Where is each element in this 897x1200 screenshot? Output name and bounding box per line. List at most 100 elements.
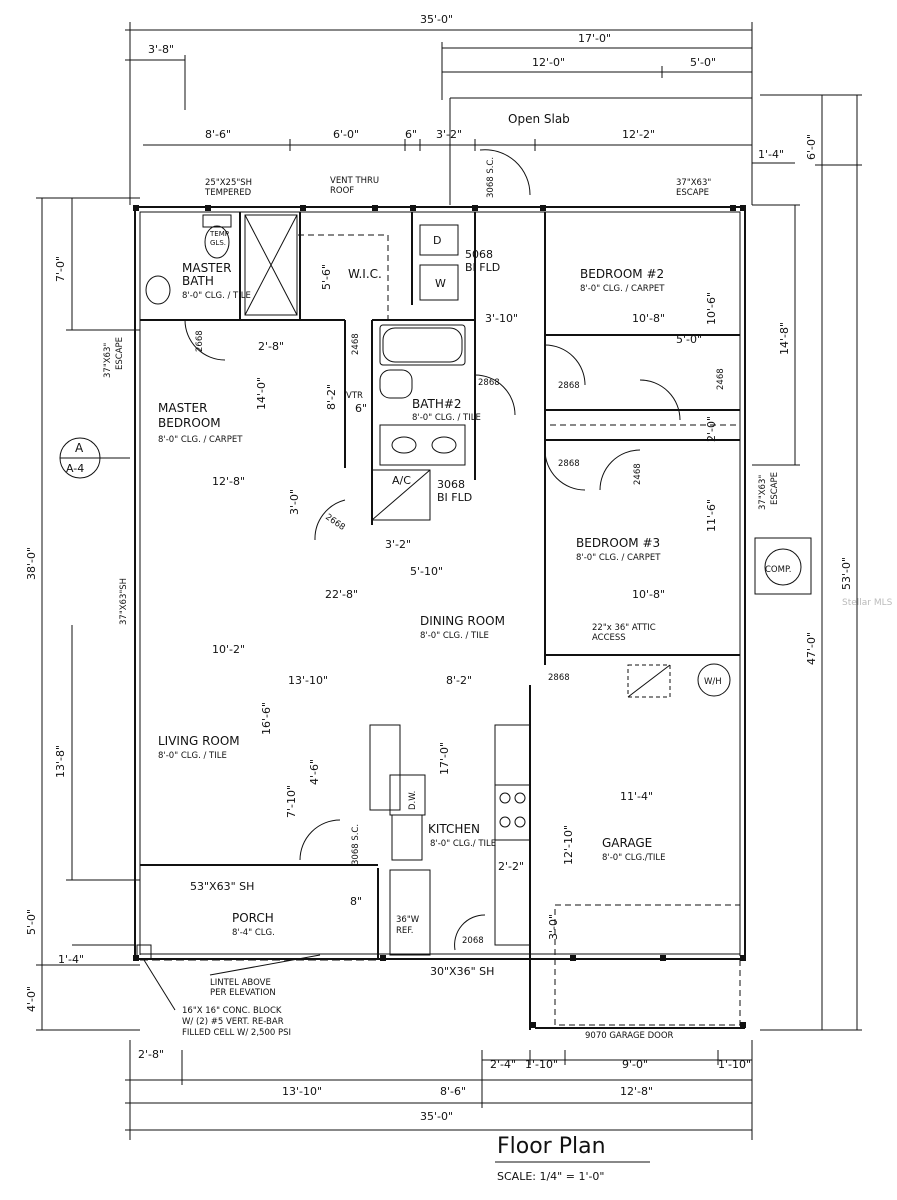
dim-top-3-8: 3'-8" bbox=[148, 43, 174, 56]
dim-3-0: 3'-0" bbox=[288, 489, 301, 515]
drawing-scale: SCALE: 1/4" = 1'-0" bbox=[497, 1170, 605, 1183]
section-marker-a4: A-4 bbox=[66, 462, 84, 475]
dim-l-5: 5'-0" bbox=[25, 909, 38, 935]
note-3068: 3068 bbox=[437, 478, 465, 491]
dim-8-2-b: 8'-2" bbox=[446, 674, 472, 687]
door-tag-2868-c: 2868 bbox=[558, 459, 580, 469]
dim-2-2: 2'-2" bbox=[498, 860, 524, 873]
dim-16-6: 16'-6" bbox=[260, 702, 273, 735]
room-kitchen: KITCHEN bbox=[428, 822, 480, 836]
dim-8-6: 8'-6" bbox=[205, 128, 231, 141]
living-ceiling: 8'-0" CLG. / TILE bbox=[158, 751, 227, 761]
dim-r-2-0: 2'-0" bbox=[705, 416, 718, 442]
door-tag-2668-a: 2668 bbox=[195, 330, 205, 352]
note-escape-right: 37"X63" bbox=[758, 475, 768, 510]
note-escape-left-2: ESCAPE bbox=[115, 337, 125, 370]
note-lintel: LINTEL ABOVE bbox=[210, 978, 271, 988]
dim-7-10: 7'-10" bbox=[285, 785, 298, 818]
note-garage-door: 9070 GARAGE DOOR bbox=[585, 1031, 674, 1041]
dim-r-10-6: 10'-6" bbox=[705, 292, 718, 325]
note-lintel-2: PER ELEVATION bbox=[210, 988, 276, 998]
room-living: LIVING ROOM bbox=[158, 734, 240, 748]
note-gls: GLS. bbox=[210, 239, 226, 247]
dim-10-8-a: 10'-8" bbox=[632, 312, 665, 325]
dim-5-6: 5'-6" bbox=[320, 264, 333, 290]
note-sh25: 25"X25"SH bbox=[205, 178, 252, 188]
dim-top-5: 5'-0" bbox=[690, 56, 716, 69]
dim-r-53: 53'-0" bbox=[840, 557, 853, 590]
note-comp: COMP. bbox=[765, 565, 791, 575]
room-bath2: BATH#2 bbox=[412, 397, 462, 411]
note-vtr: VTR bbox=[346, 391, 363, 401]
dim-b-13-10: 13'-10" bbox=[282, 1085, 322, 1098]
dim-top-17: 17'-0" bbox=[578, 32, 611, 45]
dim-r-14-8: 14'-8" bbox=[778, 322, 791, 355]
porch-ceiling: 8'-4" CLG. bbox=[232, 928, 275, 938]
dim-6: 6'-0" bbox=[333, 128, 359, 141]
dim-r-1-4: 1'-4" bbox=[758, 148, 784, 161]
note-bifld-2: BI FLD bbox=[437, 491, 472, 504]
note-attic-2: ACCESS bbox=[592, 633, 626, 643]
dim-b-1-10-a: 1'-10" bbox=[525, 1058, 558, 1071]
note-dryer: D bbox=[433, 234, 441, 247]
dim-l-38: 38'-0" bbox=[25, 547, 38, 580]
note-ref: 36"W bbox=[396, 915, 420, 925]
dim-12-2: 12'-2" bbox=[622, 128, 655, 141]
garage-ceiling: 8'-0" CLG./TILE bbox=[602, 853, 665, 863]
bath2-ceiling: 8'-0" CLG. / TILE bbox=[412, 413, 481, 423]
dim-11-4: 11'-4" bbox=[620, 790, 653, 803]
note-vent: VENT THRU bbox=[330, 176, 379, 186]
dim-6in: 6" bbox=[405, 128, 417, 141]
dim-top-12: 12'-0" bbox=[532, 56, 565, 69]
dim-l-13-8: 13'-8" bbox=[54, 745, 67, 778]
dim-4-6: 4'-6" bbox=[308, 759, 321, 785]
room-master-bedroom: MASTER bbox=[158, 401, 207, 415]
dim-b-2-4: 2'-4" bbox=[490, 1058, 516, 1071]
dim-l-4: 4'-0" bbox=[25, 986, 38, 1012]
dim-10-8-b: 10'-8" bbox=[632, 588, 665, 601]
note-block-2: W/ (2) #5 VERT. RE-BAR bbox=[182, 1017, 284, 1027]
dim-12-10: 12'-10" bbox=[562, 825, 575, 865]
note-escape-right-2: ESCAPE bbox=[770, 472, 780, 505]
dim-3-2-b: 3'-2" bbox=[385, 538, 411, 551]
bedroom3-ceiling: 8'-0" CLG. / CARPET bbox=[576, 553, 661, 563]
dim-b-35: 35'-0" bbox=[420, 1110, 453, 1123]
dim-22-8: 22'-8" bbox=[325, 588, 358, 601]
door-tag-2468-a: 2468 bbox=[351, 333, 361, 355]
note-ref-2: REF. bbox=[396, 926, 414, 936]
note-ac: A/C bbox=[392, 474, 411, 487]
dim-b-1-10-b: 1'-10" bbox=[718, 1058, 751, 1071]
dim-r-47: 47'-0" bbox=[805, 632, 818, 665]
room-bedroom2: BEDROOM #2 bbox=[580, 267, 664, 281]
room-master-bath: MASTER bbox=[182, 261, 231, 275]
dim-r-11-6: 11'-6" bbox=[705, 499, 718, 532]
section-marker-a: A bbox=[75, 441, 84, 455]
dim-10-2: 10'-2" bbox=[212, 643, 245, 656]
door-tag-2668-b: 2668 bbox=[323, 512, 346, 533]
note-escape-left: 37"X63" bbox=[103, 343, 113, 378]
note-sc-kitchen: 3068 S.C. bbox=[351, 824, 361, 865]
door-tag-2868-e: 2868 bbox=[548, 673, 570, 683]
dim-3-2: 3'-2" bbox=[436, 128, 462, 141]
room-master-bedroom-2: BEDROOM bbox=[158, 416, 221, 430]
note-escape-top-2: ESCAPE bbox=[676, 188, 709, 198]
dim-8in: 8" bbox=[350, 895, 362, 908]
door-tag-2868-a: 2868 bbox=[478, 378, 500, 388]
dim-b-8-6: 8'-6" bbox=[440, 1085, 466, 1098]
note-roof: ROOF bbox=[330, 186, 354, 196]
dim-b-2-8: 2'-8" bbox=[138, 1048, 164, 1061]
door-tag-2868-b: 2868 bbox=[558, 381, 580, 391]
dining-ceiling: 8'-0" CLG. / TILE bbox=[420, 631, 489, 641]
room-porch: PORCH bbox=[232, 911, 274, 925]
dim-b-9: 9'-0" bbox=[622, 1058, 648, 1071]
dim-6in-2: 6" bbox=[355, 402, 367, 415]
note-sh30: 30"X36" SH bbox=[430, 965, 494, 978]
note-attic: 22"x 36" ATTIC bbox=[592, 623, 656, 633]
note-bifld: BI FLD bbox=[465, 261, 500, 274]
dim-3-10: 3'-10" bbox=[485, 312, 518, 325]
note-sh53: 53"X63" SH bbox=[190, 880, 254, 893]
note-wh: W/H bbox=[704, 677, 722, 687]
note-washer: W bbox=[435, 277, 446, 290]
room-garage: GARAGE bbox=[602, 836, 652, 850]
